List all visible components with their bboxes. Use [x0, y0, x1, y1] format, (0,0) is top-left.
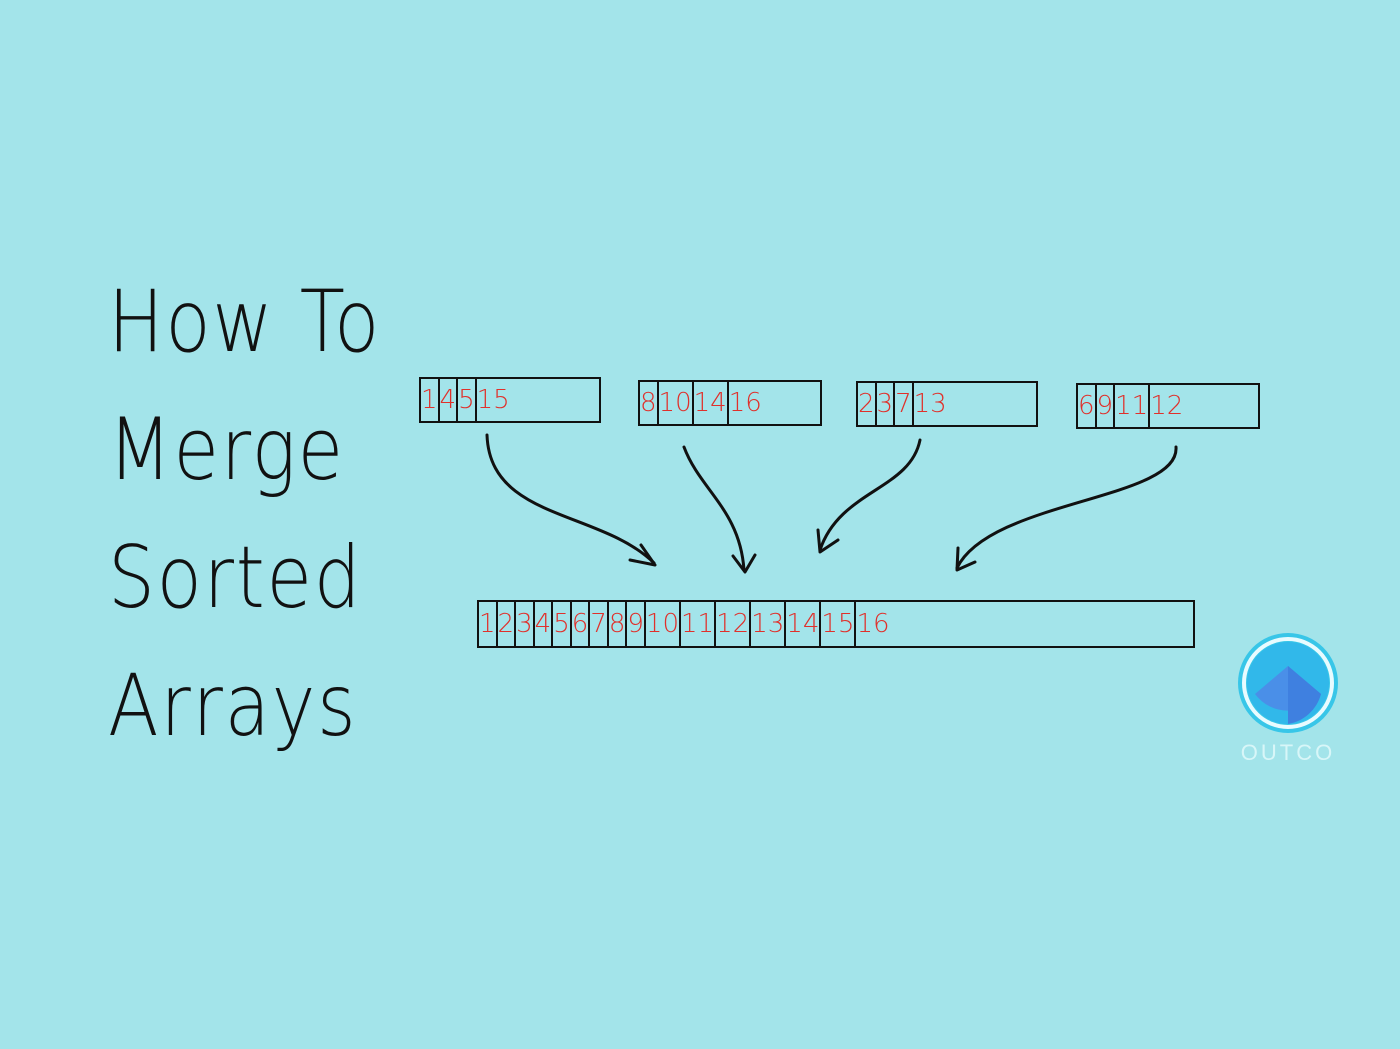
- arrow-3: [818, 438, 922, 552]
- array-cell: 5: [458, 379, 477, 421]
- array-cell: 15: [476, 385, 510, 415]
- merged-cell: 8: [609, 602, 628, 646]
- input-array-2: 8 10 14 16: [638, 380, 822, 426]
- arrow-1-head: [628, 543, 657, 567]
- merged-cell: 11: [681, 602, 717, 646]
- outco-logo: OUTCO: [1237, 632, 1339, 772]
- merged-array: 1 2 3 4 5 6 7 8 9 10 11 12 13 14 15 16: [477, 600, 1195, 648]
- diagram-title: How To Merge Sorted Arrays: [108, 258, 408, 770]
- merged-cell: 12: [716, 602, 752, 646]
- merged-cell: 9: [627, 602, 646, 646]
- merged-cell: 4: [535, 602, 554, 646]
- arrow-4-head: [955, 546, 977, 572]
- array-cell: 7: [895, 383, 914, 425]
- title-line-2: Merge: [108, 400, 345, 500]
- merged-cell: 3: [516, 602, 535, 646]
- input-array-1: 1 4 5 15: [419, 377, 601, 423]
- arrow-3-head: [816, 528, 840, 554]
- logo-text: OUTCO: [1240, 740, 1336, 765]
- input-array-3: 2 3 7 13: [856, 381, 1038, 427]
- input-array-4: 6 9 11 12: [1076, 383, 1260, 429]
- array-cell: 3: [877, 383, 896, 425]
- array-cell: 2: [858, 383, 877, 425]
- array-cell: 11: [1115, 385, 1151, 427]
- array-cell: 16: [728, 388, 762, 418]
- arrow-1: [485, 433, 656, 565]
- merged-cell: 14: [786, 602, 822, 646]
- title-line-4: Arrays: [108, 656, 358, 756]
- merged-cell: 13: [751, 602, 787, 646]
- arrow-2: [682, 445, 746, 572]
- title-line-3: Sorted: [108, 528, 363, 628]
- array-cell: 14: [694, 382, 729, 424]
- merged-cell: 1: [479, 602, 498, 646]
- merged-cell: 10: [646, 602, 682, 646]
- arrow-2-head: [731, 553, 757, 574]
- merged-cell: 6: [572, 602, 591, 646]
- merged-cell: 2: [498, 602, 517, 646]
- merged-cell: 5: [553, 602, 572, 646]
- array-cell: 13: [913, 389, 947, 419]
- merged-cell: 7: [590, 602, 609, 646]
- array-cell: 12: [1150, 391, 1184, 421]
- merged-cell: 15: [821, 602, 857, 646]
- array-cell: 1: [421, 379, 440, 421]
- array-cell: 6: [1078, 385, 1097, 427]
- array-cell: 9: [1097, 385, 1116, 427]
- title-line-1: How To: [108, 272, 382, 372]
- array-cell: 8: [640, 382, 659, 424]
- arrow-4: [955, 445, 1178, 570]
- array-cell: 10: [659, 382, 694, 424]
- logo-mark-icon: [1238, 633, 1338, 733]
- array-cell: 4: [440, 379, 459, 421]
- merged-cell: 16: [856, 609, 890, 639]
